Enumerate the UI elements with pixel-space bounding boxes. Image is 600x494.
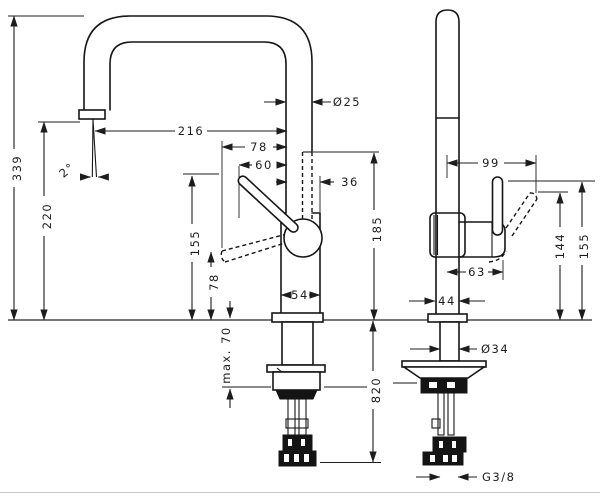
dim-spout-outlet-height: 220: [40, 203, 54, 229]
side-lever-dashed: [488, 192, 538, 263]
dim-spout-reach: 216: [178, 124, 204, 138]
swivel-ring: [429, 212, 466, 258]
front-base: [266, 312, 326, 467]
lever-swing-dashed: [220, 233, 289, 263]
dim-lever-top-height: 155: [188, 230, 202, 256]
aerator-tip: [78, 109, 106, 120]
base-flange: [271, 312, 324, 323]
side-lever: [491, 176, 504, 236]
threaded-shank: [439, 321, 460, 362]
dim-spout-diameter: Ø25: [333, 95, 361, 109]
spray-hose-dashed: [301, 151, 313, 221]
dim-connection-thread: G3/8: [482, 470, 515, 484]
dim-max-counter-thickness: max. 70: [219, 326, 233, 384]
side-column: [435, 9, 460, 317]
dim-hose-length: 820: [369, 377, 383, 403]
side-base: [401, 313, 487, 466]
front-view: [78, 15, 326, 467]
dim-spray-offset: 36: [341, 175, 359, 189]
spout-tube: [78, 15, 313, 214]
side-flange: [427, 313, 468, 323]
dim-side-lever-reach: 99: [482, 156, 500, 170]
hose-connector: [282, 434, 313, 452]
dim-spout-tilt: 2°: [56, 159, 77, 180]
dimension-lines: [10, 15, 586, 481]
dim-side-lever-height: 155: [577, 233, 591, 259]
dimension-labels: 339 220 216 78 60 36 Ø25 2° 185 155 78 5…: [10, 95, 591, 484]
dim-overall-height: 339: [10, 155, 24, 181]
dim-spray-outlet-height: 185: [370, 216, 384, 242]
side-view: [401, 9, 538, 466]
dim-lever-low-height: 78: [207, 273, 221, 291]
lever-handle: [237, 175, 299, 233]
dim-side-lever-height-turned: 144: [553, 233, 567, 259]
mounting-nut: [420, 377, 468, 394]
dim-lever-offset-narrow: 60: [255, 158, 273, 172]
dim-body-width: 54: [291, 288, 309, 302]
dim-lever-offset-wide: 78: [250, 140, 268, 154]
dim-shank-diameter: Ø34: [481, 342, 509, 356]
dim-side-body-depth: 63: [468, 265, 486, 279]
side-hose-connector: [432, 436, 467, 453]
dim-side-body-width: 44: [438, 294, 456, 308]
